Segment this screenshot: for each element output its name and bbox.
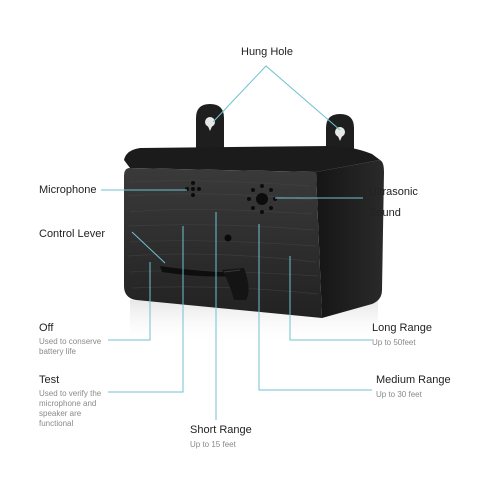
callout-test — [108, 226, 184, 393]
microphone-grille — [185, 181, 201, 197]
callout-control-lever — [131, 231, 166, 264]
label-ultrasonic: Ultrasonic — [369, 186, 418, 198]
device-side — [316, 160, 384, 318]
desc-test-4: functional — [39, 419, 74, 428]
desc-short-range: Up to 15 feet — [190, 440, 236, 449]
desc-off-2: battery life — [39, 347, 76, 356]
callout-off — [108, 262, 151, 341]
desc-medium-range: Up to 30 feet — [376, 390, 422, 399]
label-short-range: Short Range — [190, 424, 252, 436]
label-ultrasonic-sound: Sound — [369, 207, 401, 219]
desc-off-1: Used to conserve — [39, 337, 102, 346]
desc-long-range: Up to 50feet — [372, 338, 416, 347]
desc-test-1: Used to verify the — [39, 389, 102, 398]
label-off: Off — [39, 322, 54, 334]
desc-test-3: speaker are — [39, 409, 82, 418]
label-hung-hole: Hung Hole — [241, 46, 293, 58]
label-medium-range: Medium Range — [376, 374, 451, 386]
callout-hung-hole — [212, 65, 341, 131]
control-lever — [160, 266, 249, 300]
hang-tab-left — [196, 104, 224, 152]
wood-grain — [127, 180, 319, 295]
device-top — [124, 146, 380, 172]
label-long-range: Long Range — [372, 322, 432, 334]
callout-medium-range — [258, 224, 372, 391]
callout-long-range — [289, 256, 372, 341]
indicator-light — [224, 234, 232, 242]
device-front — [124, 168, 322, 318]
label-control-lever: Control Lever — [39, 228, 106, 240]
label-test: Test — [39, 374, 60, 386]
callout-lines — [101, 65, 372, 420]
desc-test-2: microphone and — [39, 399, 97, 408]
label-microphone: Microphone — [39, 184, 97, 196]
